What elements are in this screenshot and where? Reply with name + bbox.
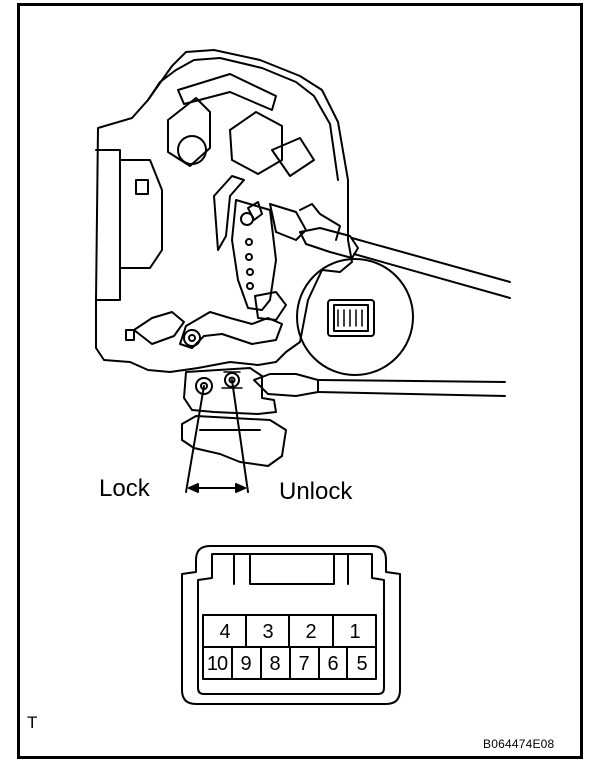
upper-cable (299, 227, 511, 299)
actuator-base (181, 367, 287, 467)
pin-label: 8 (269, 653, 281, 675)
corner-marker: T (27, 713, 38, 732)
pin-label: 5 (356, 653, 368, 675)
lock-label: Lock (99, 475, 150, 502)
connector-face (181, 545, 401, 705)
unlock-label: Unlock (279, 478, 353, 505)
lower-cable (253, 373, 506, 397)
pin-label: 1 (349, 621, 361, 643)
pin-label: 2 (305, 621, 317, 643)
connector-detail-circle (296, 258, 414, 376)
figure-code: B064474E08 (483, 737, 555, 751)
pin-label: 6 (327, 653, 339, 675)
pin-label: 7 (298, 653, 310, 675)
pin-label: 4 (219, 621, 231, 643)
lock-unlock-indicator (185, 379, 249, 493)
diagram-frame (17, 3, 583, 759)
pin-label: 10 (206, 653, 228, 675)
lock-housing (95, 49, 353, 373)
pin-label: 3 (262, 621, 274, 643)
pin-label: 9 (240, 653, 252, 675)
